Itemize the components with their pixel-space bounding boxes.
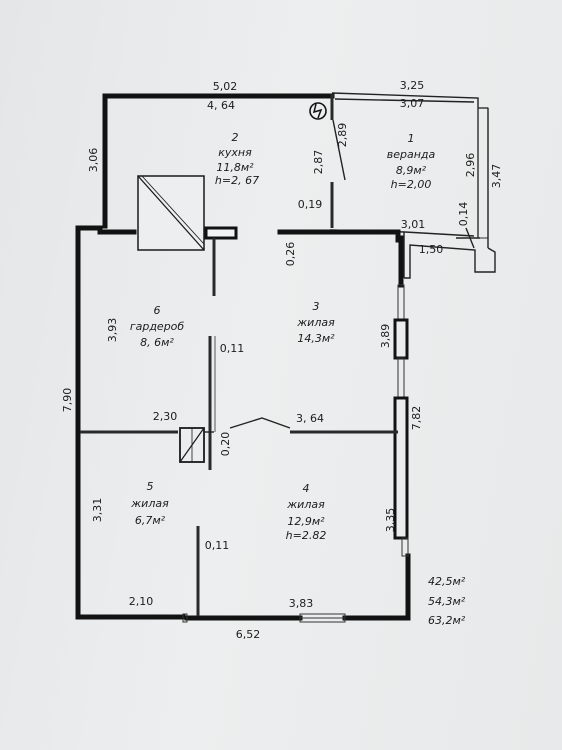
room-area: 12,9м² [287, 515, 325, 528]
pier-right-2 [393, 396, 409, 540]
room-name: жилая [286, 498, 325, 511]
chimney-block [204, 226, 238, 240]
electric-meter-icon [309, 102, 327, 120]
veranda-wall-top-inner [334, 98, 475, 103]
total-area-living: 42,5м² [428, 575, 466, 588]
veranda-porch [404, 244, 496, 279]
dim-veranda-side-inner: 2,96 [464, 153, 477, 178]
room-number: 1 [408, 132, 415, 145]
room-area: 8, 6м² [140, 336, 174, 349]
stove-icon [137, 175, 205, 251]
area-totals: 42,5м² 54,3м² 63,2м² [428, 575, 466, 627]
dim-veranda-bottom: 3,01 [401, 218, 426, 231]
room-label-5: 5 жилая 6,7м² [130, 480, 169, 527]
room-height: h=2, 67 [215, 174, 259, 187]
room-area: 6,7м² [135, 514, 166, 527]
window-bottom-left [182, 613, 188, 623]
dim-left-total: 7,90 [61, 388, 74, 413]
room-label-3: 3 жилая 14,3м² [296, 300, 335, 345]
dim-room3-width: 3, 64 [296, 412, 324, 425]
dim-top-outer: 5,02 [213, 80, 238, 93]
room-number: 6 [154, 304, 161, 317]
dim-top-inner: 4, 64 [207, 99, 235, 112]
room-number: 4 [303, 482, 310, 495]
dim-right-total: 7,82 [410, 406, 423, 431]
dim-veranda-top-outer: 3,25 [400, 79, 425, 92]
room-height: h=2,00 [391, 178, 432, 191]
wall-kitchen-south-right [277, 229, 401, 243]
window-right-1 [397, 284, 405, 321]
dim-kitchen-wall: 2,87 [312, 150, 325, 175]
dim-kitchen-door: 2,89 [336, 123, 349, 148]
room-number: 3 [313, 300, 320, 313]
dim-veranda-014: 0,14 [457, 202, 470, 227]
veranda-window-side [477, 107, 489, 239]
room-name: гардероб [130, 320, 185, 333]
room-area: 8,9м² [396, 164, 427, 177]
room-number: 5 [147, 480, 154, 493]
dim-veranda-side-outer: 3,47 [490, 164, 503, 189]
room-label-2: 2 кухня 11,8м² h=2, 67 [215, 131, 259, 187]
window-right-2 [397, 357, 405, 399]
dim-room5-height: 3,31 [91, 498, 104, 523]
room-label-4: 4 жилая 12,9м² h=2.82 [286, 482, 327, 542]
room-name: веранда [387, 148, 436, 161]
dim-bottom-total: 6,52 [236, 628, 261, 641]
dim-room6-height: 3,93 [106, 318, 119, 343]
dim-room6-width: 2,30 [153, 410, 178, 423]
dim-partition-026: 0,26 [284, 242, 297, 267]
room-name: жилая [296, 316, 335, 329]
room-name: жилая [130, 497, 169, 510]
dim-veranda-step: 1,50 [419, 243, 444, 256]
room-area: 11,8м² [216, 161, 254, 174]
room-height: h=2.82 [286, 529, 327, 542]
room-area: 14,3м² [297, 332, 335, 345]
door-room3-room4 [229, 417, 291, 429]
dim-partition-011-upper: 0,11 [220, 342, 245, 355]
total-area-overall: 63,2м² [428, 614, 466, 627]
room-label-6: 6 гардероб 8, 6м² [130, 304, 185, 349]
dim-left-upper: 3,06 [87, 148, 100, 173]
dim-partition-020: 0,20 [219, 432, 232, 457]
dim-bottom-left: 2,10 [129, 595, 154, 608]
dim-bottom-mid: 3,83 [289, 597, 314, 610]
window-right-3 [401, 537, 409, 557]
door-kitchen-veranda [332, 119, 346, 181]
dim-partition-011-lower: 0,11 [205, 539, 230, 552]
room-name: кухня [218, 146, 252, 159]
dim-room4-right: 3,35 [384, 508, 397, 533]
room-label-1: 1 веранда 8,9м² h=2,00 [387, 132, 436, 191]
dim-room3-right: 3,89 [379, 324, 392, 349]
total-area-useful: 54,3м² [428, 595, 466, 608]
pier-right-1 [393, 318, 409, 360]
dim-partition-019: 0,19 [298, 198, 323, 211]
closet-stair [179, 427, 205, 463]
room-number: 2 [232, 131, 239, 144]
dim-veranda-top-inner: 3,07 [400, 97, 425, 110]
